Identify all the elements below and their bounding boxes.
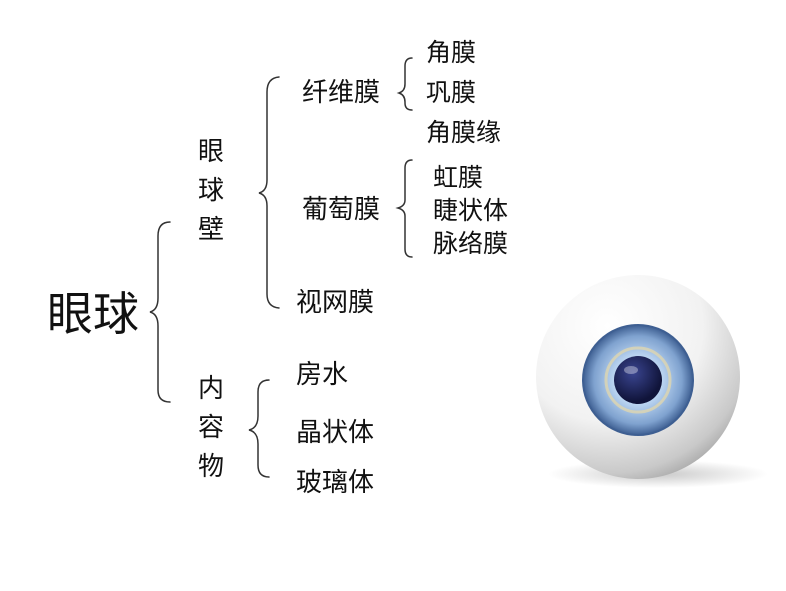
contents-label: 内 容 物 [196,370,226,487]
iris-label: 虹膜 [433,163,484,192]
eyeball-icon [536,275,768,488]
fibrous-layer-label: 纤维膜 [302,78,381,108]
pupil-shape [614,356,662,404]
choroid-label: 脉络膜 [433,229,509,258]
contents-char: 物 [197,452,224,482]
contents-char: 内 [197,374,224,404]
vascular-layer-label: 葡萄膜 [302,195,381,225]
root-label: 眼球 [47,287,139,341]
sclera-label: 巩膜 [426,78,477,107]
aqueous-humor-label: 房水 [296,360,349,390]
contents-char: 容 [197,413,224,443]
iris-ring [604,346,672,414]
wall-bracket [258,76,280,309]
lens-label: 晶状体 [296,418,375,448]
wall-char: 壁 [197,215,224,245]
vascular-bracket [395,159,413,258]
pupil-highlight [624,366,638,374]
eyeball-wall-label: 眼 球 壁 [196,133,226,250]
wall-char: 眼 [197,137,224,167]
contents-bracket [248,379,270,478]
vitreous-body-label: 玻璃体 [296,468,375,498]
fibrous-bracket [396,57,413,111]
wall-char: 球 [197,176,224,206]
root-bracket [149,221,171,403]
cornea-label: 角膜 [426,38,477,67]
retina-label: 视网膜 [296,288,375,318]
ciliary-body-label: 睫状体 [433,196,509,225]
limbus-label: 角膜缘 [426,118,502,147]
